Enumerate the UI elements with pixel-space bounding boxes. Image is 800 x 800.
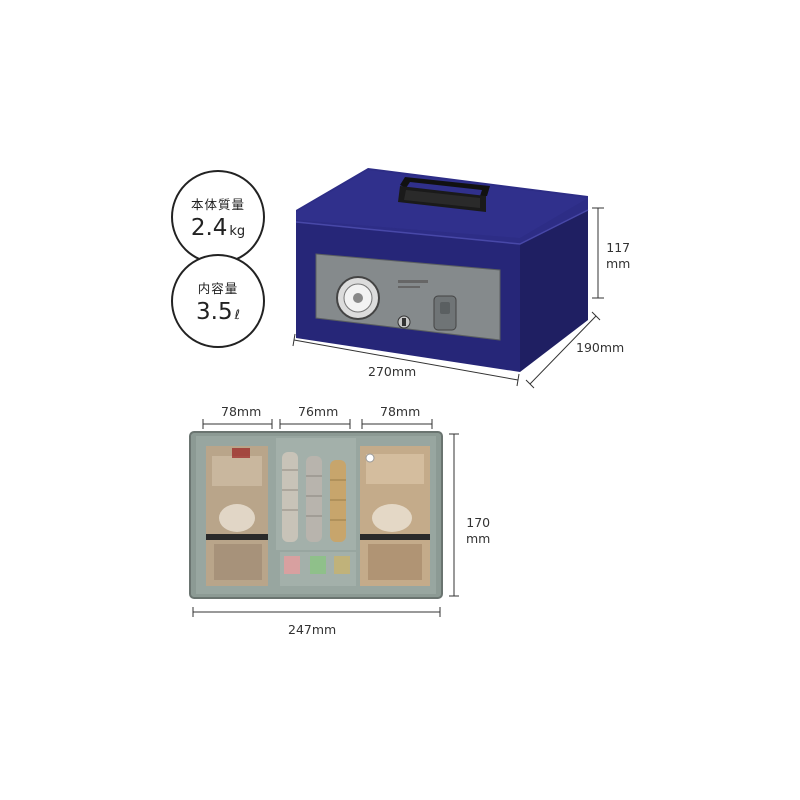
capacity-value: 3.5 xyxy=(196,299,233,325)
coin-stacks xyxy=(282,452,346,542)
weight-unit: kg xyxy=(229,224,246,239)
capacity-unit: ℓ xyxy=(234,308,240,323)
capacity-label: 内容量 xyxy=(197,281,239,296)
tray-height-label: 170 mm xyxy=(466,515,491,546)
box-width-label: 270mm xyxy=(368,364,417,379)
tray-width-label: 247mm xyxy=(288,622,337,637)
compartment-middle-label: 76mm xyxy=(298,404,339,419)
weight-label: 本体質量 xyxy=(190,197,245,212)
compartment-left-label: 78mm xyxy=(221,404,262,419)
weight-value: 2.4 xyxy=(190,215,228,241)
box-depth-label: 190mm xyxy=(576,340,625,355)
compartment-right-label: 78mm xyxy=(380,404,421,419)
box-height-label: 117 mm xyxy=(606,240,631,271)
